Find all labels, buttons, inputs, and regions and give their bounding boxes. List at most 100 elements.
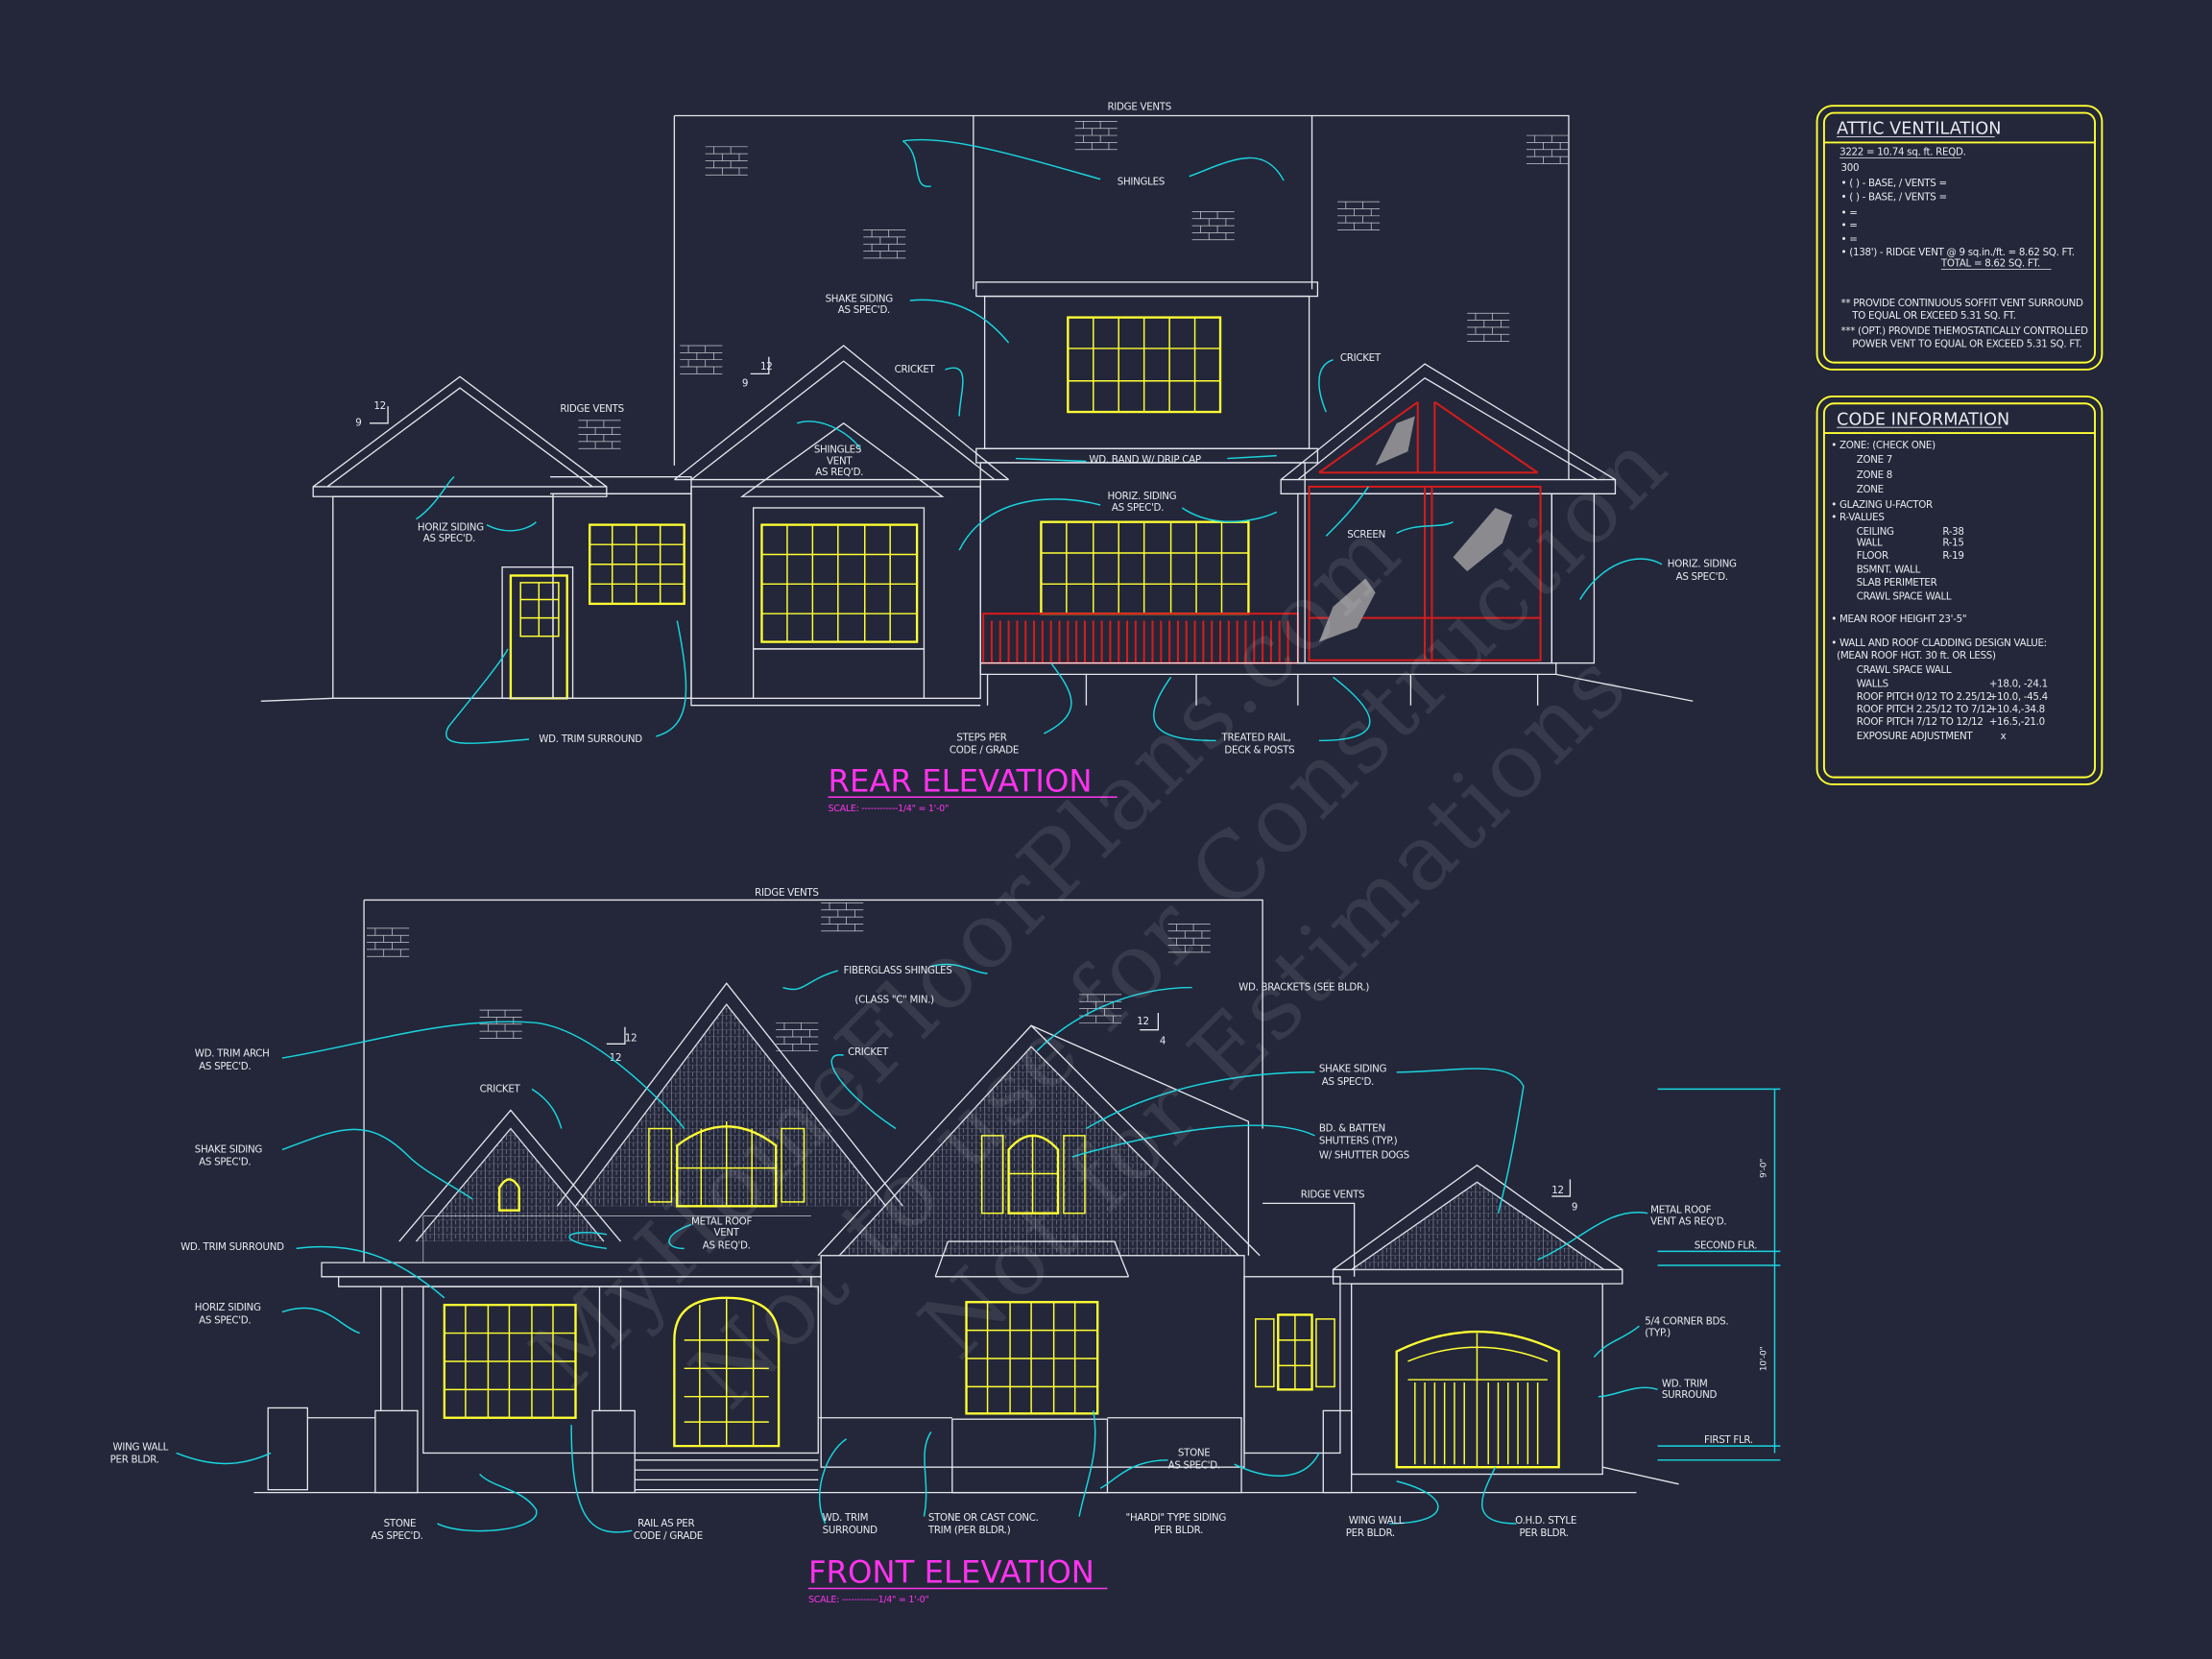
code-row-label: • GLAZING U-FACTOR [1831, 499, 1933, 511]
front-callouts: RIDGE VENTS FIBERGLASS SHINGLES (CLASS "… [110, 887, 1758, 1542]
callout: SHAKE SIDING [826, 293, 894, 304]
code-row-value: +16.5,-21.0 [1989, 716, 2045, 728]
front-arched-window-center [980, 1134, 1086, 1214]
callout: AS SPEC'D. [1112, 502, 1164, 514]
callout: RAIL AS PER [637, 1518, 694, 1529]
callout: AS SPEC'D. [423, 533, 475, 544]
attic-line: 3222 = 10.74 sq. ft. REQD. [1839, 147, 1966, 158]
callout: (CLASS "C" MIN.) [854, 995, 934, 1006]
callout: SHUTTERS (TYP.) [1319, 1136, 1398, 1147]
front-gable-vent [497, 1178, 520, 1212]
callout: VENT [714, 1227, 740, 1238]
attic-line: • = [1841, 220, 1858, 231]
pitch-run: 12 [373, 400, 385, 412]
callout: FIBERGLASS SHINGLES [844, 965, 952, 976]
attic-line: • = [1841, 234, 1858, 246]
code-row-label: ROOF PITCH 7/12 TO 12/12 [1857, 716, 1984, 728]
garage-door [1395, 1330, 1560, 1469]
code-row-value: +10.4,-34.8 [1989, 704, 2045, 715]
callout: SHAKE SIDING [195, 1143, 263, 1155]
code-information-title: CODE INFORMATION [1837, 410, 2009, 429]
front-leader-lines [176, 963, 1658, 1533]
callout: HORIZ SIDING [418, 521, 484, 533]
callout: PER BLDR. [1154, 1525, 1203, 1536]
callout: WD. BAND W/ DRIP CAP [1089, 454, 1200, 466]
code-row-label: CRAWL SPACE WALL [1857, 664, 1952, 676]
callout: WD. TRIM SURROUND [539, 733, 642, 745]
code-information-box: CODE INFORMATION • ZONE: (CHECK ONE) ZON… [1815, 395, 2104, 785]
attic-line: • ( ) - BASE, / VENTS = [1841, 192, 1947, 204]
attic-note: ** PROVIDE CONTINUOUS SOFFIT VENT SURROU… [1841, 298, 2083, 309]
callout: SHAKE SIDING [1319, 1064, 1387, 1075]
dim-text: 10'-0" [1760, 1347, 1769, 1372]
callout: SURROUND [823, 1525, 878, 1536]
callout: AS SPEC'D. [1676, 571, 1728, 583]
code-row-label: CEILING [1857, 526, 1894, 538]
callout: WD. TRIM [1662, 1378, 1708, 1389]
rear-left-window [589, 523, 685, 606]
code-row-label: • WALL AND ROOF CLADDING DESIGN VALUE: [1831, 637, 2047, 649]
callout: BD. & BATTEN [1319, 1122, 1385, 1134]
code-row-label: EXPOSURE ADJUSTMENT [1857, 731, 1974, 742]
callout: SHINGLES [1118, 176, 1165, 187]
attic-total: TOTAL = 8.62 SQ. FT. [1940, 258, 2040, 270]
callout: AS SPEC'D. [199, 1061, 251, 1072]
front-entry-door [673, 1296, 781, 1448]
callout: AS SPEC'D. [371, 1530, 422, 1542]
callout: HORIZ SIDING [195, 1302, 261, 1313]
callout: 5/4 CORNER BDS. [1645, 1316, 1728, 1328]
callout: SHINGLES [814, 445, 861, 456]
callout: AS SPEC'D. [1322, 1076, 1374, 1088]
attic-line: • = [1841, 207, 1858, 219]
callout: METAL ROOF [1650, 1205, 1711, 1216]
callout: CRICKET [848, 1046, 889, 1058]
code-row-label: • MEAN ROOF HEIGHT 23'-5" [1831, 613, 1966, 625]
callout: VENT AS REQ'D. [1650, 1215, 1726, 1227]
code-row-label: ZONE [1857, 484, 1884, 495]
screen-porch [1308, 400, 1542, 661]
front-elevation: 9'-0" 10'-0" 12 12 4 12 9 12 [110, 887, 1781, 1605]
front-arched-window-left [648, 1121, 805, 1208]
code-row-value: R-38 [1942, 526, 1963, 538]
callout: HORIZ. SIDING [1107, 491, 1176, 502]
pitch-run: 12 [760, 361, 772, 373]
callout: STEPS PER [956, 732, 1007, 743]
attic-note: *** (OPT.) PROVIDE THEMOSTATICALLY CONTR… [1841, 325, 2089, 337]
callout: RIDGE VENTS [1301, 1190, 1365, 1201]
callout: TRIM (PER BLDR.) [927, 1525, 1011, 1536]
callout: STONE [384, 1518, 417, 1529]
callout: AS REQ'D. [815, 467, 863, 478]
rear-center-window [1040, 520, 1250, 615]
pitch-rise: 12 [610, 1052, 621, 1064]
attic-note: POWER VENT TO EQUAL OR EXCEED 5.31 SQ. F… [1852, 338, 2081, 349]
attic-ventilation-title: ATTIC VENTILATION [1837, 120, 2001, 139]
front-porch-window [443, 1304, 577, 1419]
attic-line: 300 [1841, 162, 1860, 174]
rear-elevation-title: REAR ELEVATION [829, 762, 1093, 799]
code-row-label: FLOOR [1857, 550, 1888, 562]
callout: PER BLDR. [110, 1455, 159, 1466]
attic-line: • ( ) - BASE, / VENTS = [1841, 178, 1947, 189]
code-row-value: +18.0, -24.1 [1989, 679, 2048, 690]
front-elevation-title: FRONT ELEVATION [808, 1554, 1094, 1591]
callout: WING WALL [113, 1442, 169, 1454]
rear-bay-window [760, 523, 919, 643]
front-center-window [965, 1301, 1099, 1415]
rear-leader-lines [416, 138, 1663, 744]
code-row-label: WALL [1857, 538, 1883, 549]
code-row-label: ROOF PITCH 0/12 TO 2.25/12 [1857, 691, 1992, 703]
code-row-label: CRAWL SPACE WALL [1857, 590, 1952, 602]
attic-note: TO EQUAL OR EXCEED 5.31 SQ. FT. [1851, 310, 2015, 322]
code-row-label: • ZONE: (CHECK ONE) [1831, 440, 1936, 451]
callout: STONE OR CAST CONC. [928, 1512, 1039, 1524]
callout: WD. TRIM SURROUND [180, 1241, 284, 1253]
callout: RIDGE VENTS [755, 887, 819, 899]
pitch-run: 12 [625, 1032, 637, 1044]
callout: CRICKET [1340, 352, 1382, 364]
callout: WD. TRIM [823, 1512, 869, 1524]
code-row-value: R-15 [1942, 538, 1963, 549]
callout: (TYP.) [1645, 1328, 1671, 1339]
callout: PER BLDR. [1520, 1527, 1569, 1539]
rear-elevation: 9 12 9 12 RIDGE VENTS SHINGLES SHAKE SID… [260, 102, 1737, 814]
